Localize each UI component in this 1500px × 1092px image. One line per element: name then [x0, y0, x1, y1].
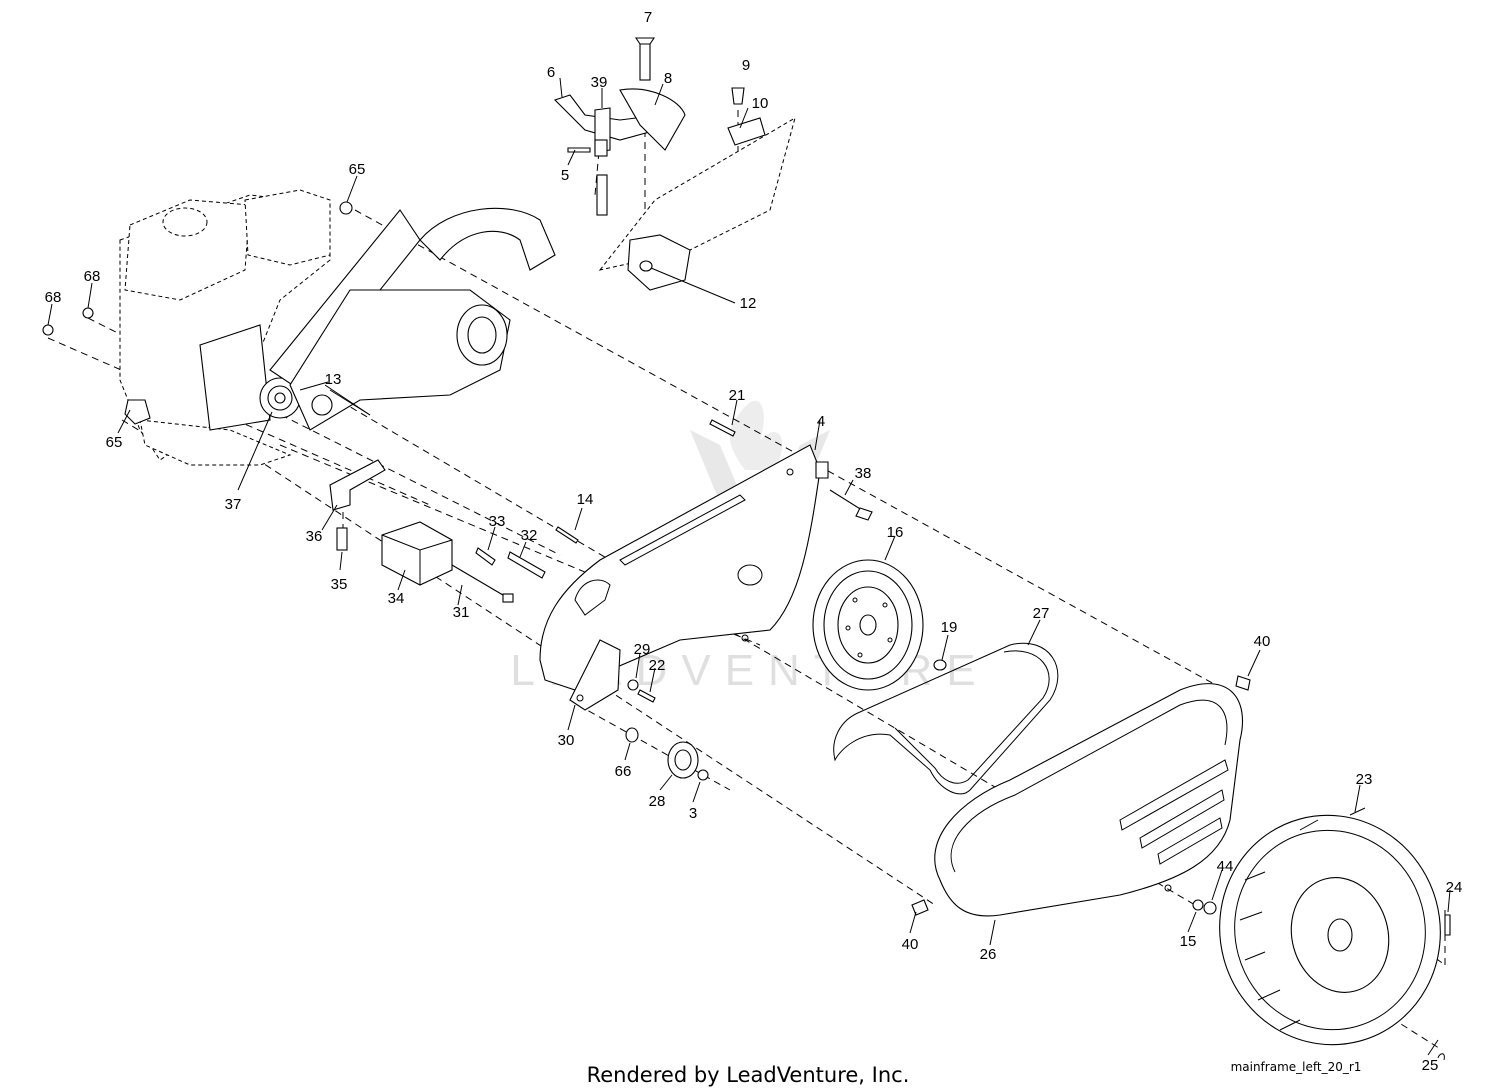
callout-28: 28	[649, 793, 666, 810]
callout-21: 21	[729, 387, 746, 404]
callout-29: 29	[634, 641, 651, 658]
engine-assembly	[119, 189, 331, 466]
callout-40-right: 40	[1254, 633, 1271, 650]
left-hardware	[42, 201, 371, 425]
callout-31: 31	[453, 604, 470, 621]
callout-4: 4	[817, 413, 825, 430]
callout-3: 3	[689, 805, 697, 822]
callout-10: 10	[752, 95, 769, 112]
callout-7: 7	[644, 9, 652, 26]
callouts: 7 9 6 39 8 10 5 65 68 68 12 13 65 21 4 3…	[45, 9, 1463, 1074]
callout-66: 66	[615, 763, 632, 780]
callout-15: 15	[1180, 933, 1197, 950]
callout-68-a: 68	[84, 268, 101, 285]
drive-pulley	[812, 559, 947, 691]
callout-9: 9	[742, 57, 750, 74]
tiller-frame	[269, 207, 556, 431]
callout-12: 12	[740, 295, 757, 312]
callout-68-b: 68	[45, 289, 62, 306]
callout-36: 36	[306, 528, 323, 545]
callout-19: 19	[941, 619, 958, 636]
wheel-tire	[1219, 807, 1451, 1061]
belt-guard-plate	[539, 444, 873, 691]
callout-13: 13	[325, 371, 342, 388]
diagram-code: mainframe_left_20_r1	[1231, 1060, 1362, 1074]
callout-65-left: 65	[106, 434, 123, 451]
callout-39: 39	[591, 74, 608, 91]
callout-65-top: 65	[349, 161, 366, 178]
callout-6: 6	[547, 64, 555, 81]
callout-34: 34	[388, 590, 405, 607]
top-bracket-assembly	[553, 37, 796, 291]
callout-26: 26	[980, 946, 997, 963]
callout-40-bottom: 40	[902, 936, 919, 953]
callout-24: 24	[1446, 879, 1463, 896]
callout-22: 22	[649, 657, 666, 674]
belt-cover	[911, 675, 1251, 917]
leader-lines	[47, 77, 1451, 1056]
callout-37: 37	[225, 496, 242, 513]
idler-bracket	[569, 639, 709, 781]
footer-credit: Rendered by LeadVenture, Inc.	[587, 1063, 910, 1087]
callout-30: 30	[558, 732, 575, 749]
callout-23: 23	[1356, 771, 1373, 788]
callout-14: 14	[577, 491, 594, 508]
callout-5: 5	[561, 167, 569, 184]
callout-33: 33	[489, 513, 506, 530]
callout-27: 27	[1033, 605, 1050, 622]
callout-25: 25	[1422, 1057, 1439, 1074]
callout-38: 38	[855, 465, 872, 482]
callout-35: 35	[331, 576, 348, 593]
callout-32: 32	[521, 527, 538, 544]
drive-belt	[833, 642, 1059, 795]
callout-16: 16	[887, 524, 904, 541]
callout-8: 8	[664, 70, 672, 87]
callout-44: 44	[1217, 858, 1234, 875]
center-hardware	[329, 419, 736, 603]
